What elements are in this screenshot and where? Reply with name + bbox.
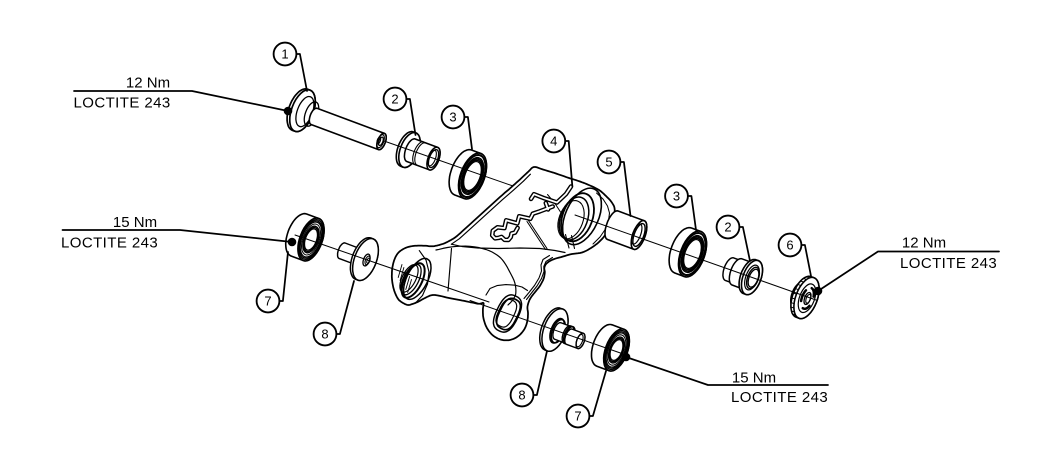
svg-text:LOCTITE 243: LOCTITE 243 xyxy=(74,95,171,112)
svg-text:15 Nm: 15 Nm xyxy=(732,370,776,387)
svg-text:LOCTITE 243: LOCTITE 243 xyxy=(61,235,158,252)
svg-text:12 Nm: 12 Nm xyxy=(126,75,170,92)
svg-text:8: 8 xyxy=(321,327,328,342)
svg-text:8: 8 xyxy=(518,388,525,403)
svg-text:1: 1 xyxy=(281,47,288,62)
svg-text:15 Nm: 15 Nm xyxy=(113,214,157,231)
svg-text:3: 3 xyxy=(673,189,680,204)
svg-text:LOCTITE 243: LOCTITE 243 xyxy=(731,389,828,406)
svg-text:2: 2 xyxy=(724,220,731,235)
svg-text:5: 5 xyxy=(605,155,612,170)
svg-text:4: 4 xyxy=(550,134,557,149)
svg-text:7: 7 xyxy=(264,294,271,309)
svg-text:12 Nm: 12 Nm xyxy=(902,235,946,252)
svg-text:LOCTITE 243: LOCTITE 243 xyxy=(900,255,997,272)
svg-text:2: 2 xyxy=(391,92,398,107)
svg-text:3: 3 xyxy=(449,110,456,125)
svg-text:7: 7 xyxy=(574,409,581,424)
svg-text:6: 6 xyxy=(786,238,793,253)
